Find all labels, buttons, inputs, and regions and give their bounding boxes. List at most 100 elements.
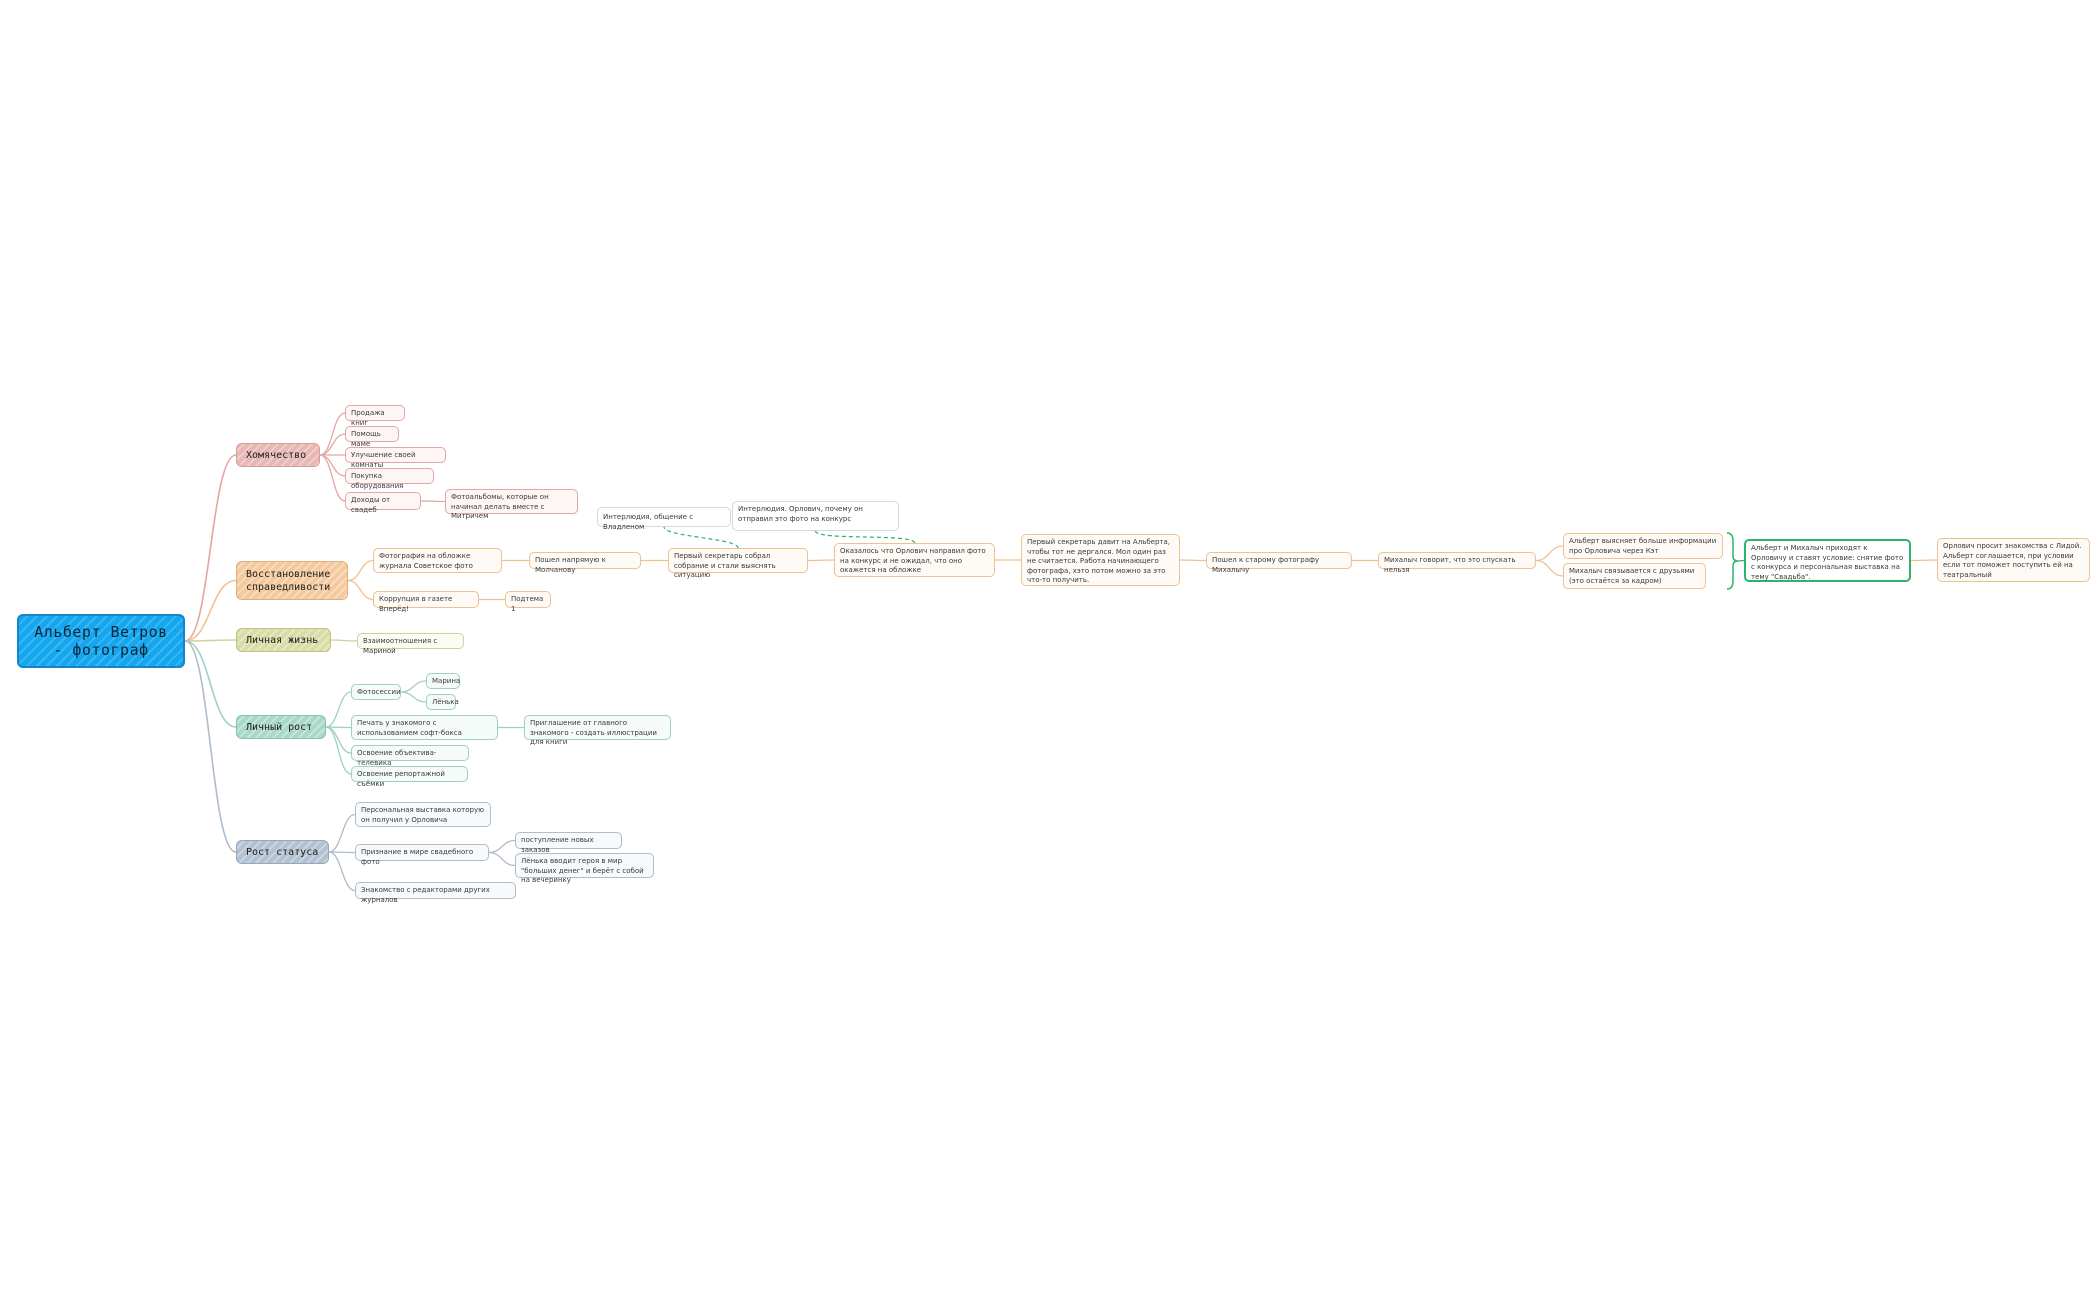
link-hom-item-weddings-hom-sub-albums (420, 500, 446, 503)
lich-marina-relations[interactable]: Взаимоотношения с Мариной (357, 633, 464, 655)
vos-condition[interactable]: Альберт и Михалыч приходят к Орловичу и … (1744, 539, 1911, 582)
link-vos-secretary-pressure-vos-went-mikhalych (1179, 559, 1207, 562)
link-branch-rost-rost-photo-sessions (325, 691, 352, 728)
stat-editors[interactable]: Знакомство с редакторами других журналов (355, 882, 516, 904)
link-branch-hom-hom-item-books (319, 412, 346, 456)
vos-subtheme-label: Подтема 1 (511, 595, 544, 613)
vos-secretary-pressure-label: Первый секретарь давит на Альберта, чтоб… (1027, 538, 1170, 584)
vos-friends[interactable]: Михалыч связывается с друзьями (это оста… (1563, 563, 1706, 589)
rost-photo-sessions-label: Фотосессии (357, 688, 401, 696)
rost-person-marina-label: Марина (432, 677, 461, 685)
stat-wedding-recognition[interactable]: Признание в мире свадебного фото (355, 844, 489, 866)
vos-council-label: Первый секретарь собрал собрание и стали… (674, 552, 776, 579)
branch-rost-label: Личный рост (246, 721, 313, 733)
vos-lida-label: Орлович просит знакомства с Лидой. Альбе… (1943, 542, 2082, 579)
hom-item-equipment-label: Покупка оборудования (351, 472, 404, 490)
hom-item-mom-label: Помощь маме (351, 430, 381, 448)
stat-wedding-recognition-label: Признание в мире свадебного фото (361, 848, 474, 866)
branch-hom[interactable]: Хомячество (236, 443, 320, 467)
hom-item-equipment[interactable]: Покупка оборудования (345, 468, 434, 490)
vos-interlude-orlovich-label: Интерлюдия. Орлович, почему он отправил … (738, 505, 863, 523)
vos-learn-kat[interactable]: Альберт выясняет больше информации про О… (1563, 533, 1723, 559)
branch-stat-label: Рост статуса (246, 846, 319, 858)
summary-brace-link (1737, 559, 1745, 562)
branch-rost[interactable]: Личный рост (236, 715, 326, 739)
vos-interlude-vladlen[interactable]: Интерлюдия, общение с Владленом (597, 507, 731, 531)
lich-marina-relations-label: Взаимоотношения с Мариной (363, 637, 438, 655)
hom-item-weddings[interactable]: Доходы от свадеб (345, 492, 421, 514)
link-rost-photo-sessions-rost-person-marina (400, 680, 427, 693)
vos-learn-kat-label: Альберт выясняет больше информации про О… (1569, 537, 1717, 555)
rost-person-lenka-label: Лёнька (432, 698, 459, 706)
stat-exhibition[interactable]: Персональная выставка которую он получил… (355, 802, 491, 827)
link-vos-mikhalych-says-vos-learn-kat (1535, 545, 1564, 562)
vos-interlude-vladlen-label: Интерлюдия, общение с Владленом (603, 513, 694, 531)
vos-went-mikhalych-label: Пошел к старому фотографу Михалычу (1212, 556, 1320, 574)
link-branch-stat-stat-wedding-recognition (328, 851, 356, 854)
rost-reportage[interactable]: Освоение репортажной съёмки (351, 766, 468, 788)
vos-council[interactable]: Первый секретарь собрал собрание и стали… (668, 548, 808, 579)
vos-condition-label: Альберт и Михалыч приходят к Орловичу и … (1751, 544, 1904, 581)
root-topic[interactable]: Альберт Ветров - фотограф (17, 614, 185, 668)
link-stat-wedding-recognition-stat-new-orders (488, 839, 516, 854)
rost-person-marina[interactable]: Марина (426, 673, 460, 689)
rost-print-softbox[interactable]: Печать у знакомого с использованием софт… (351, 715, 498, 740)
vos-went-molchanov[interactable]: Пошел напрямую к Молчанову (529, 552, 641, 574)
branch-stat[interactable]: Рост статуса (236, 840, 329, 864)
link-branch-stat-stat-exhibition (328, 813, 356, 853)
link-branch-hom-hom-item-mom (319, 433, 346, 456)
stat-lenya-party-label: Лёнька вводит героя в мир "больших денег… (521, 857, 644, 884)
link-vos-condition-vos-lida (1910, 559, 1938, 562)
link-branch-vos-vos-cover-photo (347, 559, 374, 582)
branch-hom-label: Хомячество (246, 449, 307, 461)
rost-telephoto-lens-label: Освоение объектива-телевика (357, 749, 437, 767)
vos-mikhalych-says[interactable]: Михалыч говорит, что это спускать нельзя (1378, 552, 1536, 574)
vos-secretary-pressure[interactable]: Первый секретарь давит на Альберта, чтоб… (1021, 534, 1180, 586)
stat-new-orders[interactable]: поступление новых заказов (515, 832, 622, 854)
vos-orlovich-contest[interactable]: Оказалось что Орлович направил фото на к… (834, 543, 995, 577)
vos-went-mikhalych[interactable]: Пошел к старому фотографу Михалычу (1206, 552, 1352, 574)
hom-item-room-label: Улучшение своей комнаты (351, 451, 416, 469)
rost-invite-illustrations[interactable]: Приглашение от главного знакомого - созд… (524, 715, 671, 746)
branch-lich[interactable]: Личная жизнь (236, 628, 331, 652)
vos-subtheme[interactable]: Подтема 1 (505, 591, 551, 613)
link-dashed-interlude1 (663, 526, 739, 549)
stat-lenya-party[interactable]: Лёнька вводит героя в мир "больших денег… (515, 853, 654, 884)
link-root-vos (184, 579, 237, 642)
link-vos-mikhalych-says-vos-friends (1535, 559, 1564, 577)
hom-item-weddings-label: Доходы от свадеб (351, 496, 391, 514)
rost-invite-illustrations-label: Приглашение от главного знакомого - созд… (530, 719, 657, 746)
branch-vos[interactable]: Восстановление справедливости (236, 561, 348, 600)
hom-item-books-label: Продажа книг (351, 409, 385, 427)
vos-cover-photo[interactable]: Фотография на обложке журнала Советское … (373, 548, 502, 573)
rost-person-lenka[interactable]: Лёнька (426, 694, 459, 710)
link-branch-stat-stat-editors (328, 851, 356, 892)
link-branch-lich-lich-marina-relations (330, 639, 358, 642)
link-stat-wedding-recognition-stat-lenya-party (488, 851, 516, 867)
stat-exhibition-label: Персональная выставка которую он получил… (361, 806, 484, 824)
stat-new-orders-label: поступление новых заказов (521, 836, 594, 854)
link-branch-hom-hom-item-weddings (319, 454, 346, 502)
hom-sub-albums[interactable]: Фотоальбомы, которые он начинал делать в… (445, 489, 578, 520)
hom-item-books[interactable]: Продажа книг (345, 405, 405, 427)
link-rost-photo-sessions-rost-person-lenka (400, 691, 427, 703)
hom-item-room[interactable]: Улучшение своей комнаты (345, 447, 446, 469)
rost-photo-sessions[interactable]: Фотосессии (351, 684, 401, 700)
vos-lida[interactable]: Орлович просит знакомства с Лидой. Альбе… (1937, 538, 2090, 582)
rost-reportage-label: Освоение репортажной съёмки (357, 770, 445, 788)
branch-vos-label: Восстановление справедливости (246, 568, 331, 593)
vos-corruption[interactable]: Коррупция в газете Вперёд! (373, 591, 479, 613)
link-root-lich (184, 639, 237, 642)
rost-telephoto-lens[interactable]: Освоение объектива-телевика (351, 745, 469, 767)
link-branch-vos-vos-corruption (347, 579, 374, 601)
root-topic-label: Альберт Ветров - фотограф (34, 623, 168, 659)
hom-item-mom[interactable]: Помощь маме (345, 426, 399, 448)
vos-friends-label: Михалыч связывается с друзьями (это оста… (1569, 567, 1695, 585)
summary-brace (1726, 532, 1739, 590)
vos-interlude-orlovich[interactable]: Интерлюдия. Орлович, почему он отправил … (732, 501, 899, 531)
vos-mikhalych-says-label: Михалыч говорит, что это спускать нельзя (1384, 556, 1516, 574)
vos-orlovich-contest-label: Оказалось что Орлович направил фото на к… (840, 547, 986, 574)
link-vos-council-vos-orlovich-contest (807, 559, 835, 562)
